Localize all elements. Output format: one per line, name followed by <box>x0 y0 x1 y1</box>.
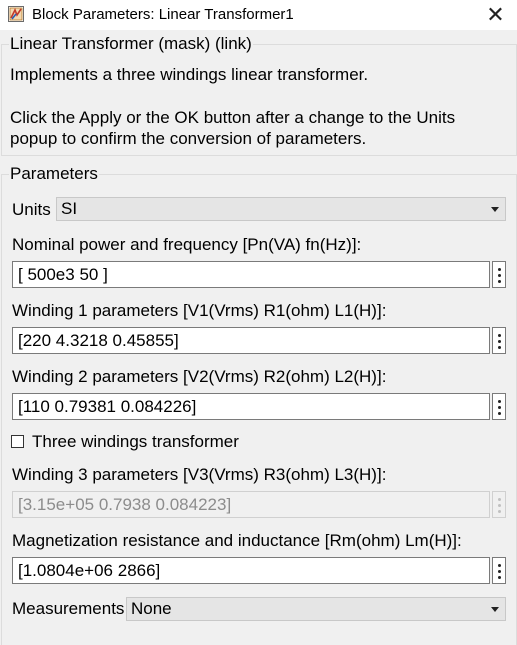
magnetization-label: Magnetization resistance and inductance … <box>12 531 462 550</box>
measurements-dropdown[interactable]: None <box>126 597 506 621</box>
winding1-label: Winding 1 parameters [V1(Vrms) R1(ohm) L… <box>12 301 387 320</box>
units-label: Units <box>12 200 51 219</box>
winding3-label: Winding 3 parameters [V3(Vrms) R3(ohm) L… <box>12 465 387 484</box>
three-windings-label[interactable]: Three windings transformer <box>32 432 239 451</box>
window-title: Block Parameters: Linear Transformer1 <box>32 6 294 23</box>
winding2-more-button[interactable] <box>492 393 506 420</box>
winding1-more-button[interactable] <box>492 327 506 354</box>
winding2-label: Winding 2 parameters [V2(Vrms) R2(ohm) L… <box>12 367 387 386</box>
winding1-field[interactable]: [220 4.3218 0.45855] <box>12 327 490 354</box>
magnetization-field[interactable]: [1.0804e+06 2866] <box>12 557 490 584</box>
nominal-power-field[interactable]: [ 500e3 50 ] <box>12 261 490 288</box>
magnetization-more-button[interactable] <box>492 557 506 584</box>
mask-description-line3: popup to confirm the conversion of param… <box>10 129 367 148</box>
parameters-legend: Parameters <box>9 164 99 184</box>
simulink-block-icon <box>8 6 24 22</box>
chevron-down-icon <box>491 607 499 612</box>
units-value: SI <box>61 199 78 218</box>
winding3-more-button <box>492 491 506 518</box>
title-bar: Block Parameters: Linear Transformer1 ✕ <box>0 0 517 30</box>
measurements-value: None <box>131 599 172 618</box>
three-windings-checkbox[interactable] <box>11 435 24 448</box>
chevron-down-icon <box>491 207 499 212</box>
nominal-more-button[interactable] <box>492 261 506 288</box>
mask-legend: Linear Transformer (mask) (link) <box>9 34 253 54</box>
mask-description-line2: Click the Apply or the OK button after a… <box>10 108 456 127</box>
close-icon: ✕ <box>486 2 505 27</box>
winding3-field: [3.15e+05 0.7938 0.084223] <box>12 491 490 518</box>
winding2-field[interactable]: [110 0.79381 0.084226] <box>12 393 490 420</box>
close-button[interactable]: ✕ <box>474 0 517 30</box>
units-dropdown[interactable]: SI <box>56 197 506 221</box>
nominal-label: Nominal power and frequency [Pn(VA) fn(H… <box>12 235 362 254</box>
mask-description-line1: Implements a three windings linear trans… <box>10 65 369 84</box>
measurements-label: Measurements <box>12 599 125 618</box>
